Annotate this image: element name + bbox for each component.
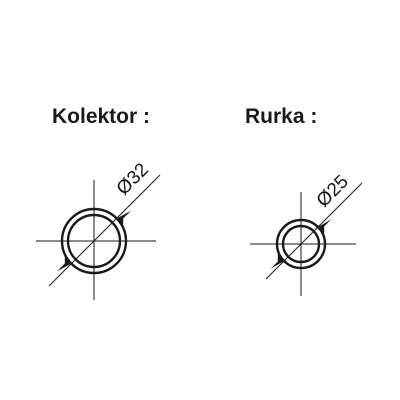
kolektor-lower-arrow-icon	[57, 256, 72, 272]
rurka-outer-circle	[275, 218, 327, 270]
rurka-dimension-line	[265, 182, 363, 280]
kolektor-outer-circle	[60, 207, 128, 275]
kolektor-diameter-label: Ø32	[113, 159, 153, 199]
kolektor-inner-circle	[66, 213, 122, 269]
rurka-figure: Rurka : Ø25	[245, 105, 363, 296]
kolektor-figure: Kolektor : Ø32	[36, 105, 161, 300]
rurka-upper-arrow-icon	[318, 219, 332, 234]
kolektor-title: Kolektor :	[52, 105, 150, 128]
kolektor-dimension-line	[48, 174, 161, 287]
rurka-lower-arrow-icon	[270, 254, 284, 269]
kolektor-upper-arrow-icon	[116, 210, 131, 226]
rurka-title: Rurka :	[245, 105, 317, 128]
rurka-inner-circle	[281, 224, 321, 264]
rurka-diameter-label: Ø25	[313, 171, 353, 211]
